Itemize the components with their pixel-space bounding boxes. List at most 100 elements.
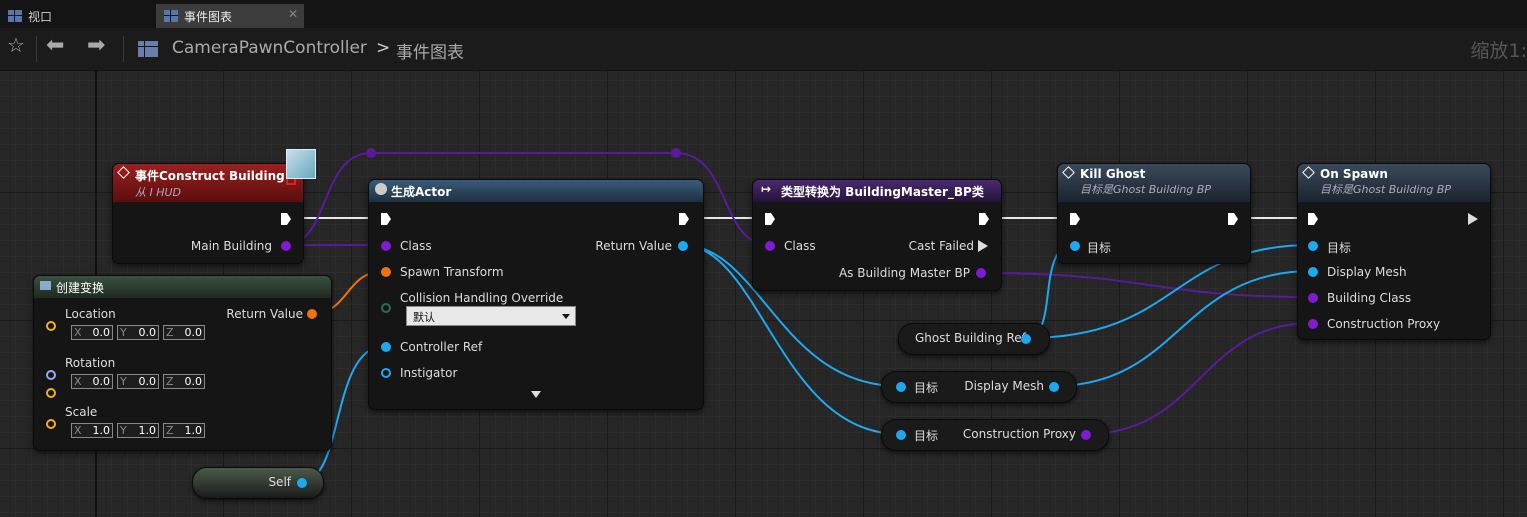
exec-in-pin[interactable] bbox=[1070, 213, 1080, 225]
scale-pin[interactable] bbox=[46, 419, 56, 429]
tab-bar: 视口 事件图表 ✕ bbox=[0, 0, 1527, 28]
pure-function-icon bbox=[40, 281, 51, 290]
target-pin[interactable] bbox=[896, 382, 906, 392]
collision-override-value: 默认 bbox=[413, 311, 435, 324]
pin-label-collision: Collision Handling Override bbox=[400, 291, 564, 305]
rotation-pin[interactable] bbox=[46, 370, 56, 380]
main-building-pin[interactable] bbox=[281, 241, 291, 251]
pin-label-target: 目标 bbox=[914, 381, 939, 395]
breadcrumb-root[interactable]: CameraPawnController bbox=[172, 38, 367, 58]
location-y[interactable]: 0.0 bbox=[138, 326, 157, 339]
pin-label-cast-failed: Cast Failed bbox=[908, 239, 974, 253]
return-value-pin[interactable] bbox=[678, 241, 688, 251]
reroute-node[interactable] bbox=[671, 148, 681, 158]
construction-proxy-pin[interactable] bbox=[1308, 319, 1318, 329]
class-wire bbox=[981, 272, 1313, 298]
pin-label-construction-proxy: Construction Proxy bbox=[962, 427, 1076, 441]
node-on-spawn[interactable]: On Spawn 目标是Ghost Building BP 目标 Display… bbox=[1297, 163, 1491, 340]
self-output-pin[interactable] bbox=[297, 478, 307, 488]
display-mesh-pin[interactable] bbox=[1308, 267, 1318, 277]
node-header: On Spawn 目标是Ghost Building BP bbox=[1298, 164, 1490, 202]
rotation-z[interactable]: 0.0 bbox=[184, 375, 203, 388]
node-header: 事件Construct Building 从 I HUD bbox=[113, 164, 303, 202]
interface-message-icon bbox=[286, 149, 316, 179]
target-pin[interactable] bbox=[1070, 241, 1080, 251]
construction-proxy-output-pin[interactable] bbox=[1081, 430, 1091, 440]
self-label: Self bbox=[268, 475, 291, 489]
display-mesh-output-pin[interactable] bbox=[1049, 382, 1059, 392]
class-pin[interactable] bbox=[381, 241, 391, 251]
function-icon bbox=[375, 183, 387, 195]
toolbar-divider bbox=[123, 36, 124, 62]
event-icon bbox=[117, 166, 130, 179]
forward-arrow-icon[interactable]: ➡ bbox=[87, 33, 106, 58]
target-pin[interactable] bbox=[896, 430, 906, 440]
zoom-level: 缩放1: bbox=[1470, 40, 1527, 62]
node-self-reference[interactable]: Self bbox=[192, 467, 324, 499]
exec-in-pin[interactable] bbox=[381, 213, 391, 225]
back-arrow-icon[interactable]: ⬅ bbox=[46, 33, 65, 58]
collision-override-dropdown[interactable]: 默认 bbox=[406, 306, 576, 326]
scale-z[interactable]: 1.0 bbox=[184, 424, 203, 437]
expand-advanced-arrow-icon[interactable] bbox=[531, 391, 541, 398]
exec-out-pin[interactable] bbox=[679, 213, 689, 225]
tab-viewport[interactable]: 视口 bbox=[0, 4, 153, 28]
node-event-construct-building[interactable]: 事件Construct Building 从 I HUD Main Buildi… bbox=[112, 163, 304, 264]
location-vector-pin[interactable] bbox=[46, 321, 56, 331]
close-tab-icon[interactable]: ✕ bbox=[287, 7, 298, 21]
node-get-construction-proxy[interactable]: 目标 Construction Proxy bbox=[881, 419, 1109, 451]
pin-label-scale: Scale bbox=[65, 405, 98, 419]
instigator-pin[interactable] bbox=[381, 368, 391, 378]
node-get-display-mesh[interactable]: 目标 Display Mesh bbox=[881, 371, 1077, 403]
as-building-master-pin[interactable] bbox=[976, 268, 986, 278]
exec-in-pin[interactable] bbox=[1308, 213, 1318, 225]
variable-ghost-building-ref[interactable]: Ghost Building Ref bbox=[898, 323, 1050, 355]
rotation-x[interactable]: 0.0 bbox=[92, 375, 111, 388]
spawn-transform-pin[interactable] bbox=[381, 267, 391, 277]
pin-label-construction-proxy: Construction Proxy bbox=[1327, 317, 1441, 331]
target-pin[interactable] bbox=[1308, 241, 1318, 251]
cast-failed-exec-pin[interactable] bbox=[978, 240, 988, 252]
reroute-node[interactable] bbox=[366, 148, 376, 158]
node-title: 生成Actor bbox=[391, 185, 452, 199]
exec-in-pin[interactable] bbox=[765, 213, 775, 225]
graph-toolbar: ☆ ⬅ ➡ CameraPawnController > 事件图表 缩放1: bbox=[0, 28, 1527, 71]
class-wire bbox=[284, 152, 770, 246]
rotation-y[interactable]: 0.0 bbox=[138, 375, 157, 388]
ghost-ref-output-pin[interactable] bbox=[1021, 334, 1031, 344]
event-graph-icon bbox=[164, 10, 178, 22]
location-x[interactable]: 0.0 bbox=[92, 326, 111, 339]
object-in-pin[interactable] bbox=[765, 241, 775, 251]
graph-canvas[interactable]: 事件Construct Building 从 I HUD Main Buildi… bbox=[0, 71, 1527, 517]
node-spawn-actor[interactable]: 生成Actor Class Return Value Spawn Transfo… bbox=[368, 179, 704, 410]
exec-out-pin[interactable] bbox=[1468, 213, 1478, 225]
custom-event-icon bbox=[1062, 166, 1075, 179]
scale-y[interactable]: 1.0 bbox=[138, 424, 157, 437]
scale-x[interactable]: 1.0 bbox=[92, 424, 111, 437]
dropdown-arrow-icon bbox=[562, 314, 570, 319]
building-class-pin[interactable] bbox=[1308, 293, 1318, 303]
node-header: 创建变换 bbox=[34, 276, 331, 298]
exec-out-pin[interactable] bbox=[979, 213, 989, 225]
object-wire bbox=[681, 244, 900, 387]
collision-override-pin[interactable] bbox=[381, 303, 391, 313]
pin-label-main-building: Main Building bbox=[190, 239, 272, 253]
exec-out-pin[interactable] bbox=[1228, 213, 1238, 225]
node-kill-ghost[interactable]: Kill Ghost 目标是Ghost Building BP 目标 bbox=[1057, 163, 1251, 264]
location-pin[interactable] bbox=[46, 388, 56, 398]
location-z[interactable]: 0.0 bbox=[184, 326, 203, 339]
pin-label-display-mesh: Display Mesh bbox=[964, 379, 1044, 393]
favorite-star-icon[interactable]: ☆ bbox=[7, 33, 25, 57]
node-cast-to-building-master[interactable]: ↦ 类型转换为 BuildingMaster_BP类 Class Cast Fa… bbox=[752, 179, 1002, 291]
pin-label-target: 目标 bbox=[914, 429, 939, 443]
class-wire bbox=[1085, 322, 1313, 435]
tab-event-graph[interactable]: 事件图表 ✕ bbox=[156, 4, 304, 28]
node-title: 类型转换为 BuildingMaster_BP类 bbox=[781, 185, 984, 199]
controller-ref-pin[interactable] bbox=[381, 342, 391, 352]
transform-return-pin[interactable] bbox=[307, 309, 317, 319]
exec-out-pin[interactable] bbox=[281, 213, 291, 225]
